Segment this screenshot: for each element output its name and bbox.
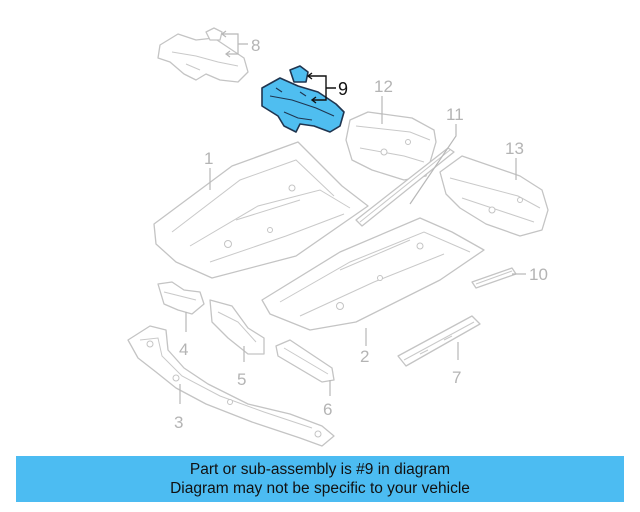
callout-4-label: 4 xyxy=(179,340,188,359)
callout-2: 2 xyxy=(360,328,369,366)
callout-6-label: 6 xyxy=(323,400,332,419)
part-10-strip[interactable] xyxy=(471,267,517,289)
callout-7-label: 7 xyxy=(452,368,461,387)
callout-2-label: 2 xyxy=(360,347,369,366)
banner-line-2: Diagram may not be specific to your vehi… xyxy=(170,480,470,497)
part-12-panel[interactable] xyxy=(345,111,437,181)
part-8-bracket[interactable] xyxy=(157,27,249,83)
callout-7: 7 xyxy=(452,342,461,387)
part-4-bracket[interactable] xyxy=(157,281,205,315)
callout-10: 10 xyxy=(512,265,548,284)
part-11-bar[interactable] xyxy=(355,147,455,227)
callout-3-label: 3 xyxy=(174,413,183,432)
callout-8-label: 8 xyxy=(251,36,260,55)
callout-13: 13 xyxy=(505,139,524,180)
part-1-front-floor-pan[interactable] xyxy=(153,141,369,279)
part-3-frame-rail[interactable] xyxy=(127,325,335,447)
callout-9: 9 xyxy=(306,72,348,104)
callout-10-label: 10 xyxy=(529,265,548,284)
callout-13-label: 13 xyxy=(505,139,524,158)
callout-11: 11 xyxy=(409,105,464,205)
part-7-rail[interactable] xyxy=(397,315,481,367)
callout-11-label: 11 xyxy=(446,105,464,124)
callout-12: 12 xyxy=(374,77,393,124)
part-2-center-floor-pan[interactable] xyxy=(261,217,485,331)
callout-8: 8 xyxy=(221,30,260,58)
part-13-rear-floor[interactable] xyxy=(439,155,549,237)
callout-5: 5 xyxy=(237,346,246,389)
callout-12-label: 12 xyxy=(374,77,393,96)
parts-diagram: 8 9 12 11 xyxy=(127,27,549,447)
callout-1: 1 xyxy=(204,149,213,190)
callout-1-label: 1 xyxy=(204,149,213,168)
callout-6: 6 xyxy=(323,380,332,419)
callout-4: 4 xyxy=(179,312,188,359)
part-9-bracket-highlighted[interactable] xyxy=(261,65,345,133)
info-banner: Part or sub-assembly is #9 in diagram Di… xyxy=(16,456,624,502)
callout-9-label: 9 xyxy=(338,79,348,99)
callout-5-label: 5 xyxy=(237,370,246,389)
part-6-crossmember[interactable] xyxy=(275,339,335,383)
callout-3: 3 xyxy=(174,384,183,432)
part-5-reinforcement[interactable] xyxy=(209,299,265,355)
banner-line-1: Part or sub-assembly is #9 in diagram xyxy=(189,461,451,478)
